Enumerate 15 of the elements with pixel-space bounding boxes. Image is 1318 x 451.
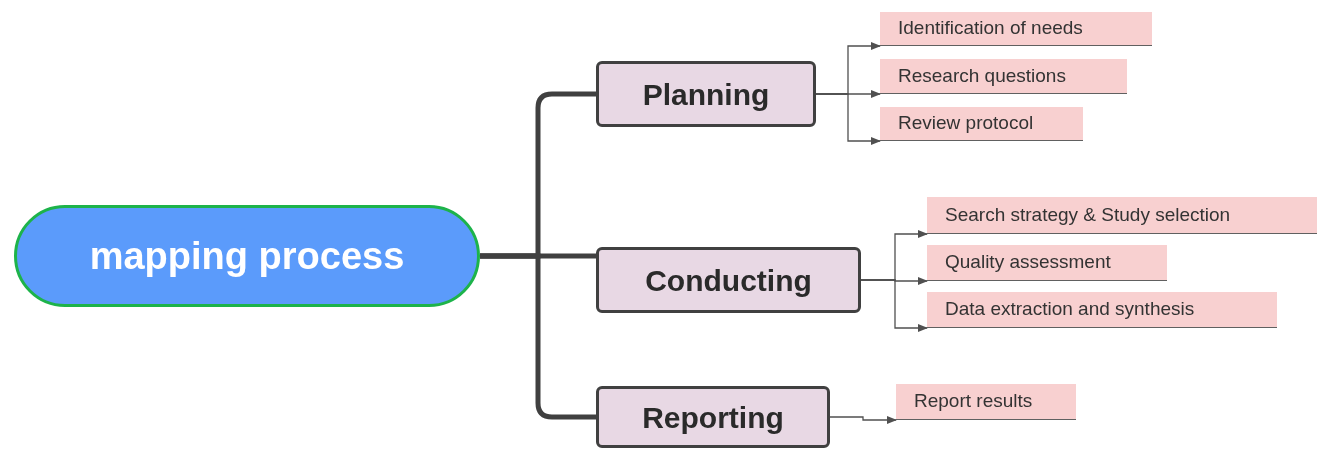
topic-box: Planning — [596, 61, 816, 127]
connector — [480, 253, 596, 420]
topic-box: Conducting — [596, 247, 861, 313]
connector — [860, 279, 928, 332]
topic-box: Reporting — [596, 386, 830, 448]
root-node: mapping process — [14, 205, 480, 307]
subtopic-box: Quality assessment — [927, 245, 1167, 281]
connector — [829, 416, 897, 424]
subtopic-box: Identification of needs — [880, 12, 1152, 46]
connector — [815, 93, 881, 145]
subtopic-box: Data extraction and synthesis — [927, 292, 1277, 328]
subtopic-box: Report results — [896, 384, 1076, 420]
subtopic-box: Research questions — [880, 59, 1127, 94]
subtopic-box: Review protocol — [880, 107, 1083, 141]
subtopic-box: Search strategy & Study selection — [927, 197, 1317, 234]
